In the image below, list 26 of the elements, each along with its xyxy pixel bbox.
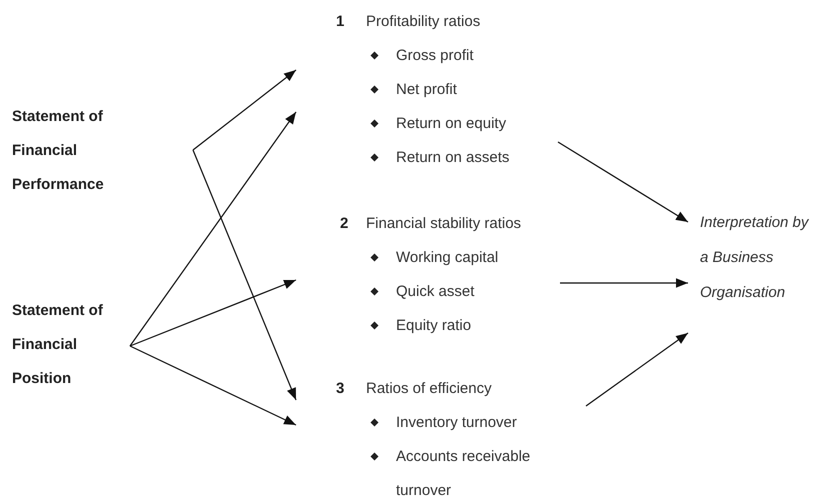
arrow [560, 278, 688, 288]
arrow [586, 332, 688, 406]
section-heading: Financial stability ratios [366, 214, 522, 234]
list-item: Equity ratio [396, 316, 472, 336]
list-item: Net profit [396, 80, 457, 100]
list-item: Working capital [396, 248, 498, 268]
arrow [558, 141, 688, 223]
arrow [192, 70, 296, 150]
arrow [130, 345, 296, 426]
list-item: Gross profit [396, 46, 474, 66]
section-number: 1 [336, 12, 344, 32]
arrow [130, 279, 296, 347]
list-item: Return on assets [396, 148, 510, 168]
section-number: 2 [340, 214, 348, 234]
arrow [130, 112, 296, 346]
result-label: Interpretation by a Business Organisation [700, 213, 810, 303]
section-heading: Ratios of efficiency [366, 379, 492, 399]
list-item: Inventory turnover [396, 413, 517, 433]
section-number: 3 [336, 379, 344, 399]
section-heading: Profitability ratios [366, 12, 480, 32]
list-item: Accounts receivable turnover [396, 447, 532, 501]
arrow [192, 150, 297, 400]
list-item: Return on equity [396, 114, 506, 134]
list-item: Quick asset [396, 282, 474, 302]
source-label: Statement of Financial Performance [12, 107, 105, 195]
source-label: Statement of Financial Position [12, 301, 104, 389]
